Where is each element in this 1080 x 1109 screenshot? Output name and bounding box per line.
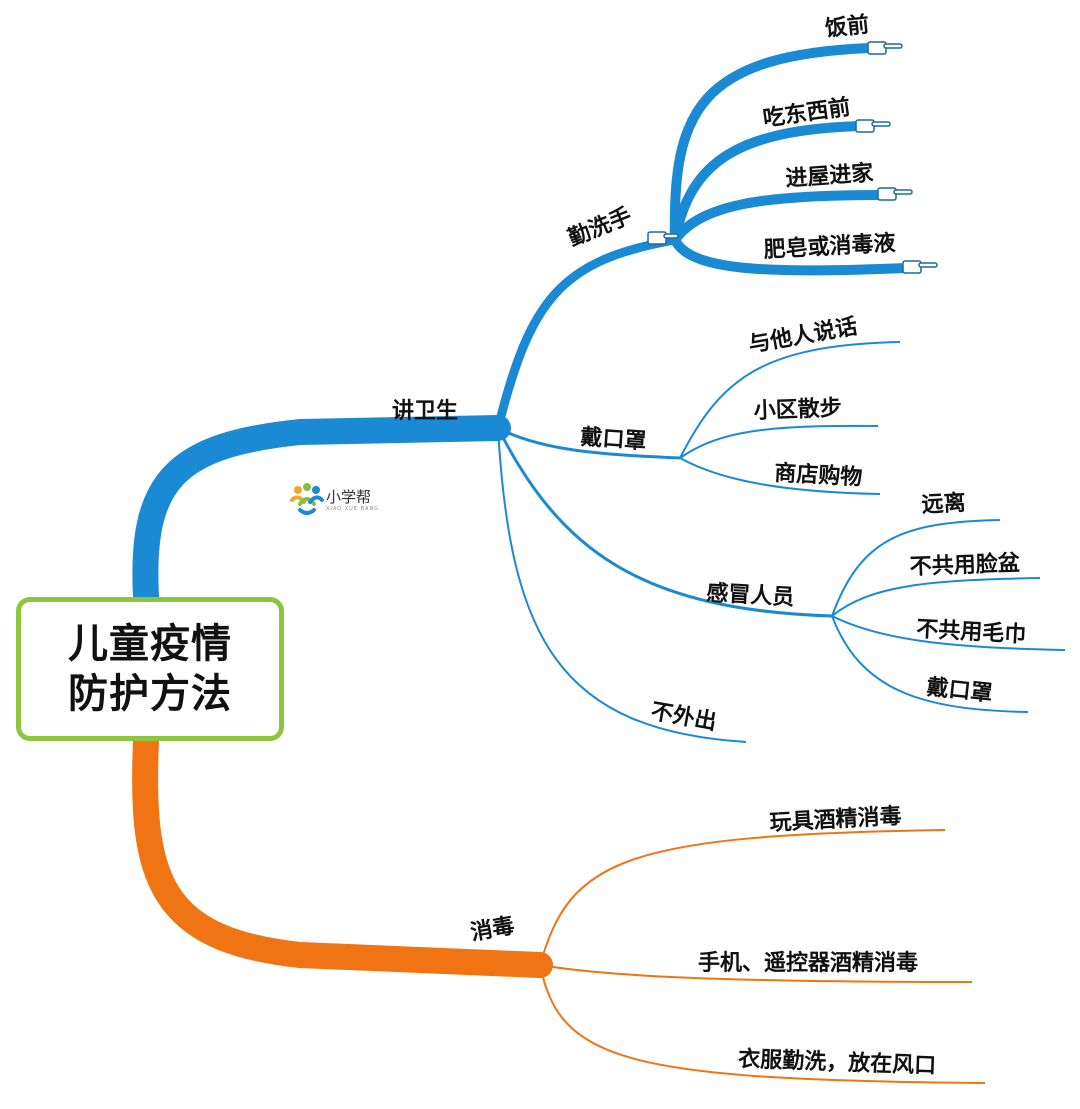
handwash-line-1	[669, 43, 875, 245]
label-disinfect-item-3: 衣服勤洗，放在风口	[738, 1046, 937, 1079]
root-node: 儿童疫情 防护方法	[16, 597, 284, 741]
mask-line-3	[679, 457, 881, 495]
label-hygiene: 讲卫生	[392, 399, 458, 424]
pointing-hand-icon	[647, 231, 679, 245]
sick-line-4	[831, 615, 1029, 713]
sick-line-2	[831, 577, 1041, 617]
logo-subtext: XIAO XUE BANG	[326, 506, 380, 512]
branch-disinfect-taper	[329, 956, 541, 967]
label-disinfect: 消毒	[469, 913, 517, 946]
branch-hygiene-taper	[299, 425, 499, 435]
pointing-hand-icon	[855, 119, 891, 133]
disinfect-line-2	[539, 964, 973, 983]
label-sick: 感冒人员	[706, 580, 795, 611]
label-sick-item-2: 不共用脸盆	[909, 550, 1021, 580]
label-handwash-item-3: 进屋进家	[785, 160, 876, 192]
branch-handwash-line	[493, 235, 680, 433]
branch-sick-line	[496, 427, 833, 618]
disinfect-line-3	[539, 964, 986, 1084]
mask-line-2	[679, 424, 879, 459]
label-disinfect-item-2: 手机、遥控器酒精消毒	[698, 950, 918, 976]
pointing-hand-icon	[867, 41, 903, 55]
label-stayin: 不外出	[649, 698, 719, 735]
label-handwash: 勤洗手	[565, 203, 636, 252]
label-mask: 戴口罩	[580, 425, 648, 455]
label-sick-item-1: 远离	[921, 490, 966, 518]
root-title-line-2: 防护方法	[68, 671, 232, 717]
pointing-hand-icon	[877, 187, 913, 201]
branch-stayin-line	[497, 427, 747, 743]
mask-line-1	[679, 341, 901, 459]
label-mask-item-1: 与他人说话	[747, 313, 860, 358]
label-mask-item-2: 小区散步	[753, 395, 842, 424]
sick-line-1	[831, 519, 1001, 617]
logo-text: 小学帮	[326, 488, 372, 506]
label-handwash-item-1: 饭前	[824, 12, 870, 42]
branch-hygiene-line	[132, 415, 511, 610]
handwash-line-3	[670, 190, 885, 245]
label-sick-item-3: 不共用毛巾	[916, 617, 1027, 648]
disinfect-line-1	[539, 829, 946, 966]
handwash-line-2	[670, 121, 865, 245]
watermark-logo: 小学帮 XIAO XUE BANG	[290, 482, 400, 518]
branch-disinfect-line	[132, 728, 553, 978]
handwash-line-4	[670, 235, 910, 276]
branch-mask-line	[497, 426, 681, 460]
root-title-line-1: 儿童疫情	[68, 621, 232, 667]
logo-figures-icon	[290, 483, 324, 515]
pointing-hand-icon	[902, 260, 938, 274]
sick-line-3	[831, 615, 1066, 651]
label-mask-item-3: 商店购物	[774, 460, 863, 491]
label-handwash-item-4: 肥皂或消毒液	[763, 230, 896, 263]
